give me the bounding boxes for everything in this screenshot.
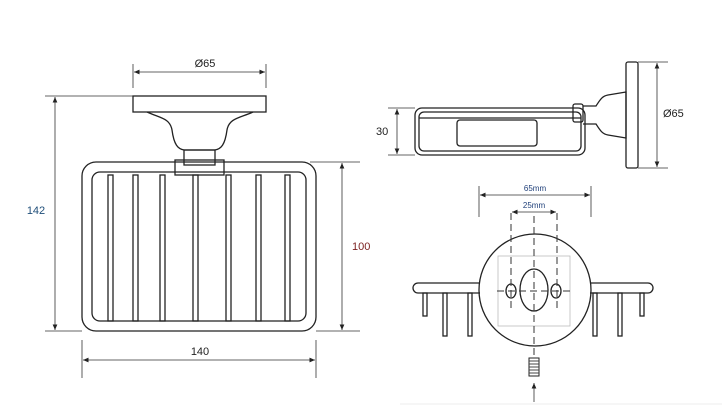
set-screw — [528, 357, 540, 377]
basket-bars — [107, 174, 291, 322]
plate-label: Ø65 — [663, 108, 684, 120]
screw-hole-right — [550, 283, 562, 299]
side-wall-plate — [625, 61, 639, 169]
basket-inner — [91, 171, 307, 322]
wall-plate — [132, 95, 267, 113]
width-label: Ø65 — [195, 58, 216, 70]
plate-width-label: 65mm — [524, 184, 547, 193]
basket-height-label: 100 — [352, 241, 370, 253]
basket-width-label: 140 — [191, 346, 209, 358]
clamp — [174, 159, 225, 176]
height-label: 142 — [27, 205, 45, 217]
front-view: Ø65 142 100 140 — [27, 58, 370, 378]
mounting-plate — [478, 233, 592, 347]
back-view: 65mm 25mm — [412, 184, 654, 402]
collar — [183, 149, 216, 166]
hole-spacing-label: 25mm — [523, 201, 546, 210]
rails — [412, 282, 654, 337]
neck — [146, 111, 254, 151]
depth-label: 30 — [376, 126, 388, 138]
side-view: 30 Ø65 — [376, 61, 684, 169]
basket-outer — [81, 161, 317, 332]
